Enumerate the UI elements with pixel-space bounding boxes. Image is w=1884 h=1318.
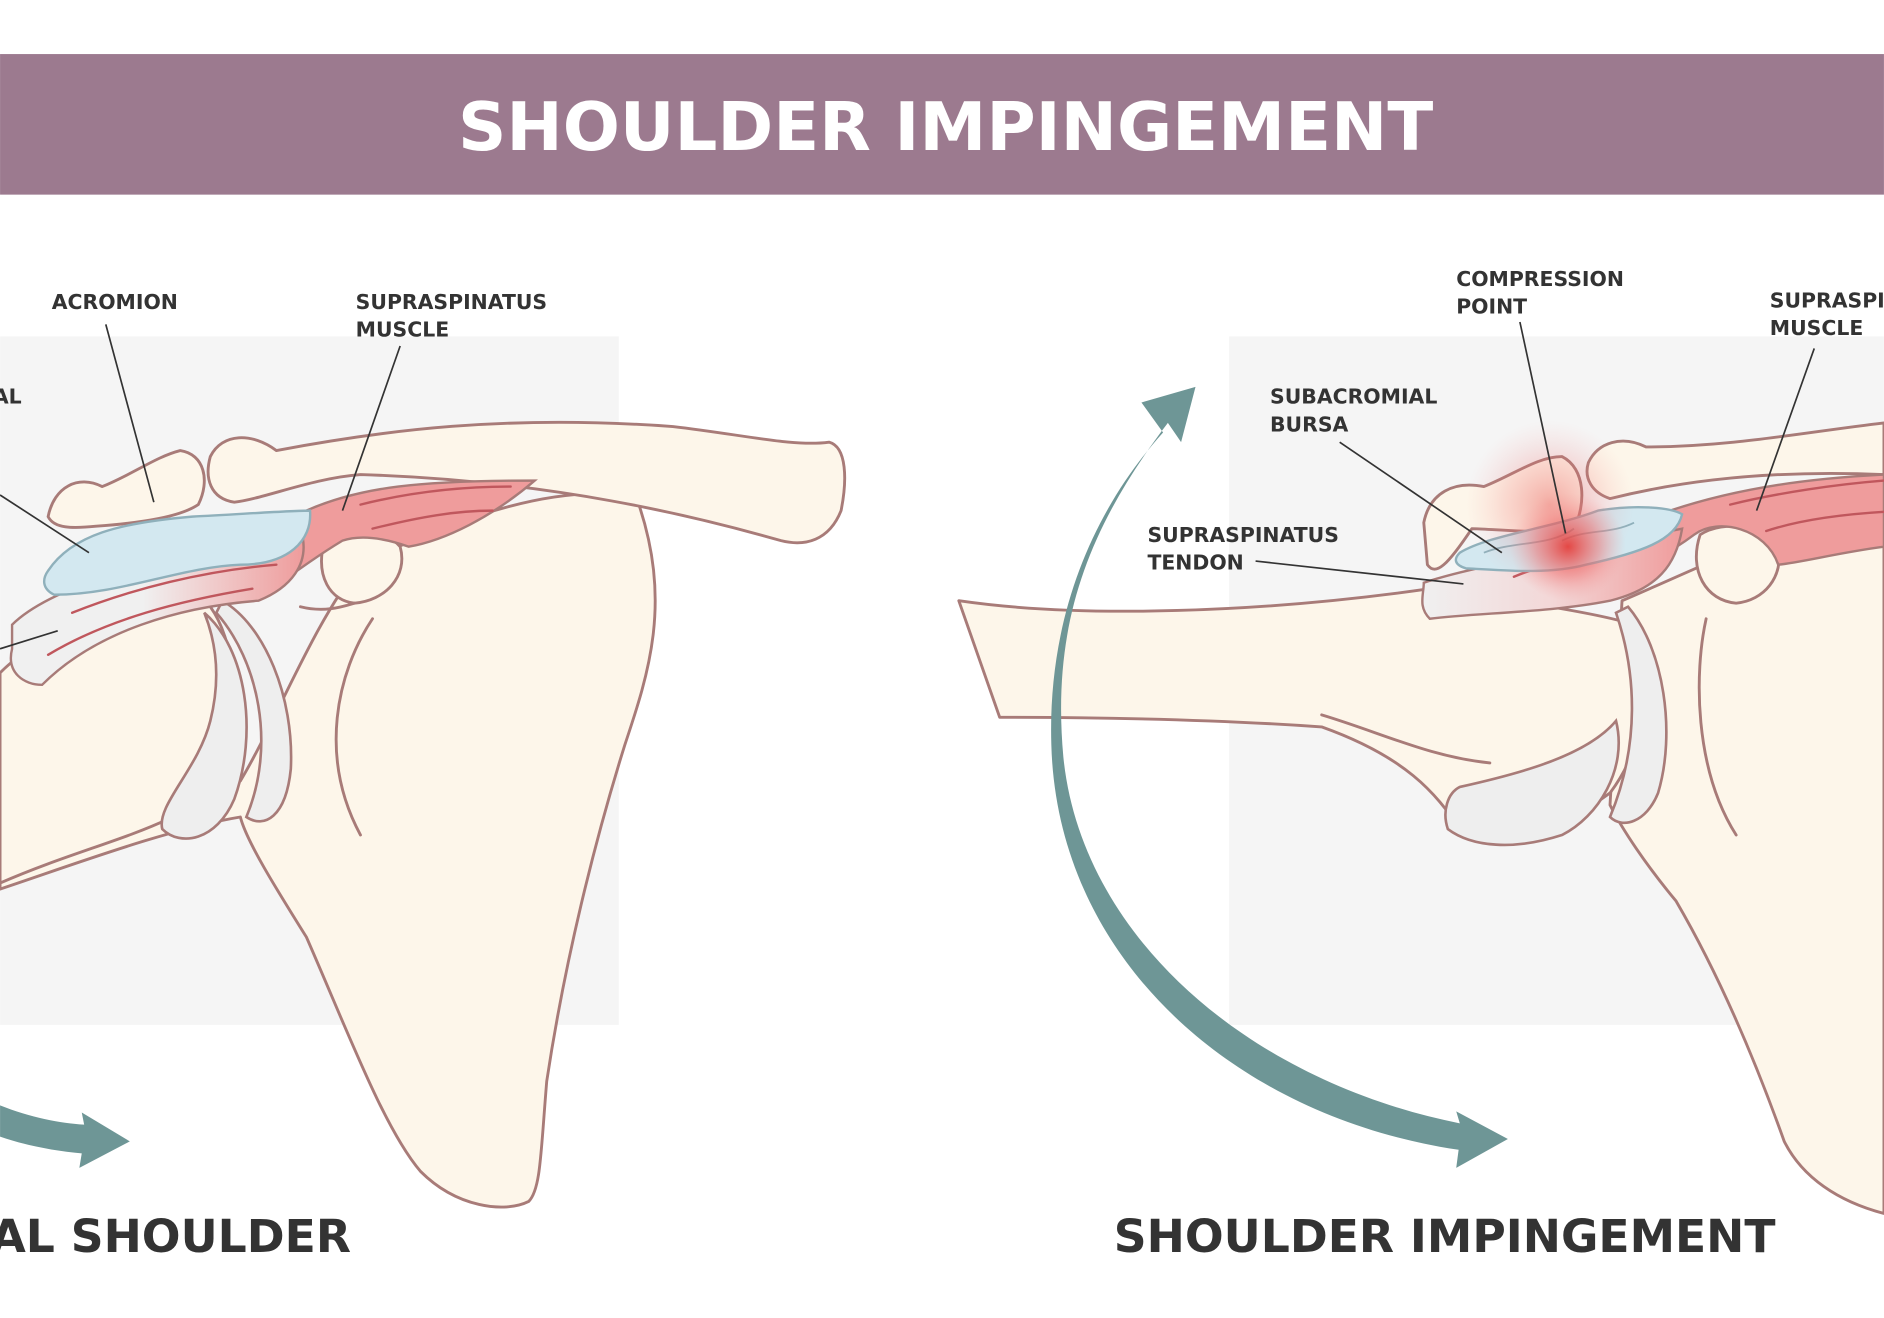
compression-point-glow bbox=[1510, 492, 1626, 601]
label-compression-point: COMPRESSION bbox=[1456, 267, 1624, 291]
label-supraspinatus-muscle-right-2: MUSCLE bbox=[1770, 316, 1863, 340]
caption-normal-shoulder: AL SHOULDER bbox=[0, 1210, 351, 1263]
label-supraspinatus-tendon: SUPRASPINATUS bbox=[1147, 523, 1338, 547]
page-title: SHOULDER IMPINGEMENT bbox=[458, 88, 1433, 166]
label-partial-left: AL bbox=[0, 385, 22, 409]
label-supraspinatus-tendon-2: TENDON bbox=[1147, 550, 1243, 574]
abduction-arrow-icon bbox=[1051, 386, 1508, 1168]
movement-arrow-icon bbox=[0, 1105, 130, 1168]
label-supraspinatus-muscle-left: SUPRASPINATUS bbox=[356, 290, 547, 314]
normal-shoulder-illustration bbox=[0, 324, 847, 1209]
label-subacromial-bursa: SUBACROMIAL bbox=[1270, 385, 1437, 409]
title-banner bbox=[0, 54, 1884, 195]
label-supraspinatus-muscle-left-2: MUSCLE bbox=[356, 317, 450, 341]
label-acromion: ACROMION bbox=[52, 290, 178, 314]
impingement-illustration bbox=[957, 321, 1884, 1215]
caption-shoulder-impingement: SHOULDER IMPINGEMENT bbox=[1114, 1210, 1776, 1263]
label-subacromial-bursa-2: BURSA bbox=[1270, 412, 1349, 436]
label-supraspinatus-muscle-right: SUPRASPI bbox=[1770, 289, 1884, 313]
label-compression-point-2: POINT bbox=[1456, 295, 1527, 319]
